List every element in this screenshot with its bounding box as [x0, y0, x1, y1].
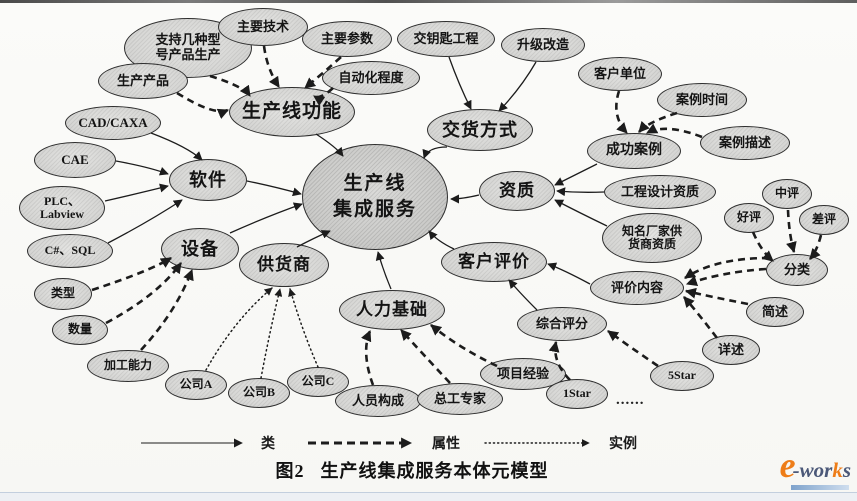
node-renlijichu: 人力基础: [339, 290, 445, 330]
eworks-logo-e: e: [779, 445, 796, 485]
node-anlimiaoshu: 案例描述: [700, 126, 790, 160]
node-gongsib: 公司B: [228, 378, 290, 408]
node-shengchanchanpin: 生产产品: [98, 63, 188, 99]
node-zizhi: 资质: [479, 171, 555, 211]
node-onestar: 1Star: [546, 379, 608, 409]
node-shengjigaizao: 升级改造: [501, 28, 585, 62]
node-zidonghua: 自动化程度: [322, 61, 420, 95]
node-pingjianeirong: 评价内容: [590, 271, 684, 305]
node-cae: CAE: [34, 142, 116, 178]
legend-label-instance: 实例: [609, 437, 637, 452]
eworks-logo-s: s: [842, 458, 851, 482]
legend-item-class: 类: [140, 433, 275, 453]
legend-label-class: 类: [261, 437, 275, 452]
ellipsis-more: ......: [616, 392, 645, 408]
eworks-logo-bar: [791, 485, 849, 490]
node-anlishijian: 案例时间: [657, 83, 747, 117]
attribute-arrow-icon: [308, 437, 413, 449]
instance-arrow-icon: [484, 439, 590, 447]
eworks-logo-k: k: [832, 458, 843, 482]
legend-item-instance: 实例: [484, 433, 637, 453]
node-gonghuoshang: 供货商: [239, 243, 329, 287]
node-shuliang: 数量: [52, 315, 108, 345]
figure-title: 生产线集成服务本体元模型: [320, 461, 549, 481]
node-zhuyaojishu: 主要技术: [218, 8, 308, 46]
node-gongsic: 公司C: [287, 367, 349, 397]
node-shebei: 设备: [161, 228, 239, 270]
class-arrow-icon: [141, 438, 243, 448]
legend-item-attribute: 属性: [307, 433, 460, 453]
node-renyuangoucheng: 人员构成: [335, 385, 421, 417]
node-jiaoyaoshi: 交钥匙工程: [397, 21, 495, 57]
eworks-logo-wor: -wor: [792, 458, 833, 482]
node-xiangmujingyan: 项目经验: [480, 358, 566, 390]
node-chaping: 差评: [799, 205, 849, 235]
node-jiaohuofangshi: 交货方式: [427, 109, 533, 151]
node-jiagongnengli: 加工能力: [87, 350, 169, 382]
node-scxgongneng: 生产线功能: [229, 87, 355, 137]
node-leixing: 类型: [34, 278, 92, 310]
node-zonghepingfen: 综合评分: [517, 307, 607, 341]
node-gongchengsheji: 工程设计资质: [604, 175, 716, 209]
node-gongsia: 公司A: [165, 370, 227, 400]
figure-number: 图2: [275, 461, 305, 481]
node-center: 生产线集成服务: [302, 144, 448, 250]
legend-label-attribute: 属性: [432, 437, 460, 452]
node-jianshu: 简述: [746, 297, 804, 327]
node-ruanjian: 软件: [169, 159, 247, 201]
node-xiangshu: 详述: [702, 335, 760, 365]
node-csharpsql: C#、SQL: [27, 234, 113, 268]
node-zonggongzhuanjia: 总工专家: [417, 383, 503, 415]
node-chenggonganli: 成功案例: [587, 133, 681, 169]
node-cadcaxa: CAD/CAXA: [65, 106, 161, 140]
scan-artifact-top: [0, 0, 857, 3]
node-fivestar: 5Star: [650, 361, 714, 391]
node-zhuyaocanshu: 主要参数: [302, 21, 392, 57]
node-fenlei: 分类: [766, 254, 828, 286]
node-zhimingchangjia: 知名厂家供货商资质: [602, 213, 702, 263]
node-plc: PLC、Labview: [19, 186, 105, 230]
legend: 类 属性 实例: [0, 433, 857, 455]
node-haoping: 好评: [724, 203, 774, 233]
figure-caption: 图2 生产线集成服务本体元模型: [0, 457, 824, 483]
node-kehudanwei: 客户单位: [578, 57, 662, 91]
scan-artifact-bottom: [0, 492, 857, 501]
node-zhongping: 中评: [762, 179, 812, 209]
node-kehupingjia: 客户评价: [441, 242, 547, 282]
